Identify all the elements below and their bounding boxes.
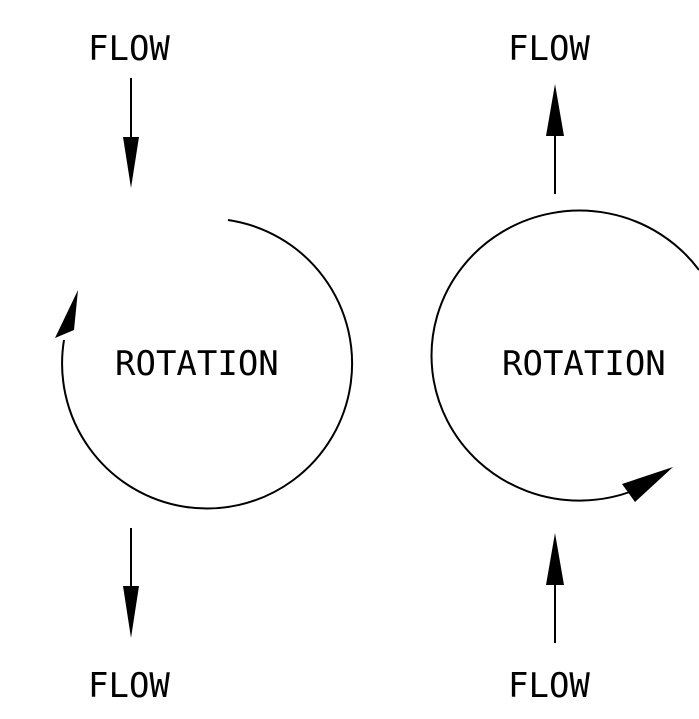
right-top-flow-arrow-icon — [546, 84, 564, 194]
right-top-flow-label: FLOW — [508, 29, 590, 69]
left-top-flow-arrow-icon — [123, 78, 139, 188]
left-bottom-flow-label: FLOW — [88, 666, 170, 706]
left-bottom-flow-arrow-icon — [123, 528, 139, 638]
left-rotation-label: ROTATION — [115, 344, 279, 384]
right-rotation-arc-icon — [430, 209, 699, 502]
right-bottom-flow-label: FLOW — [508, 666, 590, 706]
right-rotation-label: ROTATION — [502, 344, 666, 384]
right-bottom-flow-arrow-icon — [546, 533, 564, 643]
left-rotation-arc-icon — [55, 219, 354, 510]
left-panel: FLOW ROTATION FLOW — [55, 29, 354, 706]
left-top-flow-label: FLOW — [88, 29, 170, 69]
right-panel: FLOW ROTATION FLOW — [430, 29, 699, 706]
